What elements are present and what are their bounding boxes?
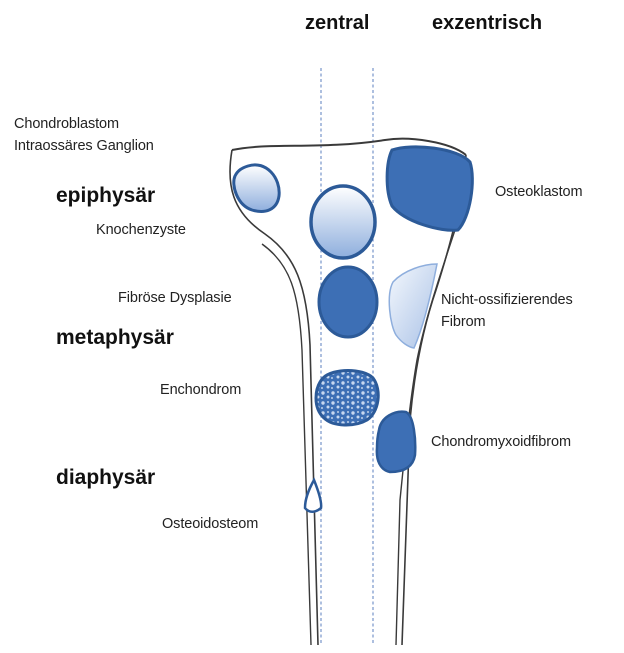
fibroese-dysplasie-lesion	[319, 267, 377, 337]
header-eccentric: exzentrisch	[432, 12, 542, 35]
bone-left-contour-outer	[230, 150, 318, 645]
label-enchondrom: Enchondrom	[160, 382, 241, 398]
label-knochenzyste: Knochenzyste	[96, 222, 186, 238]
bone-left-contour-inner	[262, 244, 311, 645]
label-chondroblastom: Chondroblastom	[14, 116, 119, 132]
zone-diaphysis: diaphysär	[56, 466, 155, 490]
header-central: zentral	[305, 12, 369, 35]
label-intraossaeres-ganglion: Intraossäres Ganglion	[14, 138, 154, 154]
label-chondromyxoidfibrom: Chondromyxoidfibrom	[431, 434, 571, 450]
chondromyxoidfibrom-lesion	[377, 412, 415, 472]
osteoklastom-lesion	[387, 147, 472, 230]
label-nof-line1: Nicht-ossifizierendes	[441, 292, 573, 308]
label-nof-line2: Fibrom	[441, 314, 486, 330]
chondroblastom-lesion	[234, 165, 279, 212]
enchondrom-lesion	[316, 371, 378, 426]
label-osteoidosteom: Osteoidosteom	[162, 516, 258, 532]
label-fibroese-dysplasie: Fibröse Dysplasie	[118, 290, 232, 306]
knochenzyste-lesion	[311, 186, 375, 258]
osteoidosteom-lesion	[305, 480, 321, 512]
zone-epiphysis: epiphysär	[56, 184, 155, 208]
zone-metaphysis: metaphysär	[56, 326, 174, 350]
nicht-ossifizierendes-fibrom-lesion	[389, 264, 437, 348]
label-osteoklastom: Osteoklastom	[495, 184, 582, 200]
